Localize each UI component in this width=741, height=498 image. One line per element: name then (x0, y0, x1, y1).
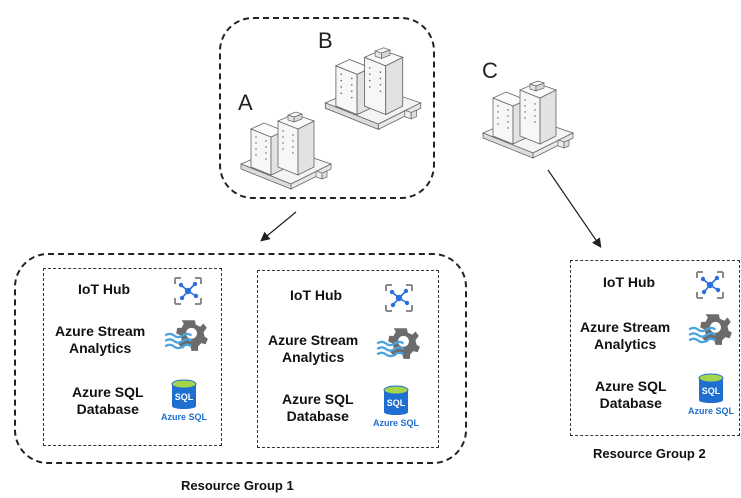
iot-hub-label: IoT Hub (603, 274, 656, 290)
service-stack-2 (257, 270, 439, 448)
sql-database-label: Azure SQL Database (282, 391, 354, 424)
iot-hub-icon (173, 276, 203, 306)
stream-analytics-label: Azure Stream Analytics (55, 323, 146, 356)
stream-analytics-label: Azure Stream Analytics (580, 319, 671, 352)
azure-sql-icon: SQL Azure SQL (373, 384, 419, 428)
azure-sql-icon: SQL Azure SQL (688, 372, 734, 416)
site-label-b: B (318, 28, 333, 53)
resource-group-1-label: Resource Group 1 (181, 478, 294, 493)
sql-database-label: Azure SQL Database (72, 384, 144, 417)
site-label-c: C (482, 58, 498, 83)
resource-group-2 (570, 260, 740, 436)
stream-analytics-label: Azure Stream Analytics (268, 332, 359, 365)
stream-analytics-icon (688, 312, 732, 347)
sites-group-ab (219, 17, 435, 199)
iot-hub-label: IoT Hub (78, 281, 131, 297)
iot-hub-label: IoT Hub (290, 287, 343, 303)
resource-group-2-label: Resource Group 2 (593, 446, 706, 461)
stream-analytics-icon (376, 326, 420, 361)
sql-database-label: Azure SQL Database (595, 378, 667, 411)
arrow-ab-to-rg1 (260, 211, 297, 242)
service-stack-1 (43, 268, 222, 446)
azure-sql-icon: SQL Azure SQL (161, 378, 207, 422)
site-label-a: A (238, 90, 253, 115)
resource-group-1 (14, 253, 467, 464)
iot-hub-icon (384, 283, 414, 313)
iot-hub-icon (695, 270, 725, 300)
arrow-c-to-rg2 (547, 169, 602, 248)
stream-analytics-icon (164, 318, 208, 353)
